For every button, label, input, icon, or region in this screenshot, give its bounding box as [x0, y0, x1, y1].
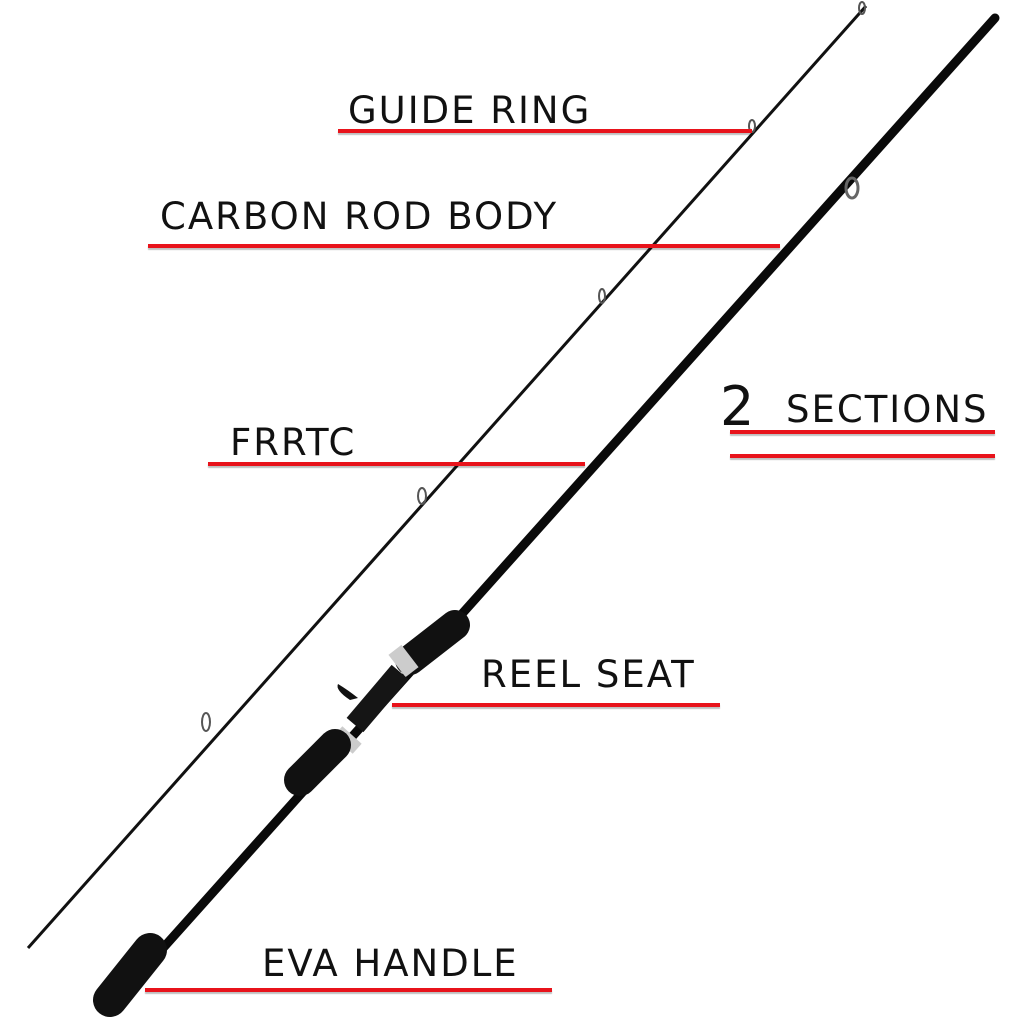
label-eva-handle: EVA HANDLE [262, 942, 519, 985]
label-reel-seat: REEL SEAT [481, 653, 696, 696]
reel-seat-underline [392, 703, 720, 707]
butt-cap [93, 933, 167, 1017]
carbon-rod-body-underline [148, 244, 780, 248]
label-guide-ring: GUIDE RING [348, 89, 592, 132]
guide-rings [201, 1, 866, 732]
frrtc-underline [208, 462, 585, 466]
butt-guide-ring [844, 176, 860, 200]
eva-handle-underline [145, 988, 552, 992]
sections-underline-1 [730, 430, 995, 434]
butt-section [125, 13, 1000, 990]
label-frrtc: FRRTC [230, 421, 357, 464]
sections-number: 2 [720, 375, 755, 438]
fore-grip [395, 610, 470, 675]
trigger [337, 684, 358, 700]
guide-ring-underline [338, 129, 752, 133]
reel-seat [346, 664, 409, 733]
tip-section [26, 5, 868, 949]
label-carbon-rod-body: CARBON ROD BODY [160, 195, 559, 238]
sections-text: SECTIONS [786, 388, 989, 431]
sections-underline-2 [730, 454, 995, 458]
rear-grip [284, 729, 351, 796]
